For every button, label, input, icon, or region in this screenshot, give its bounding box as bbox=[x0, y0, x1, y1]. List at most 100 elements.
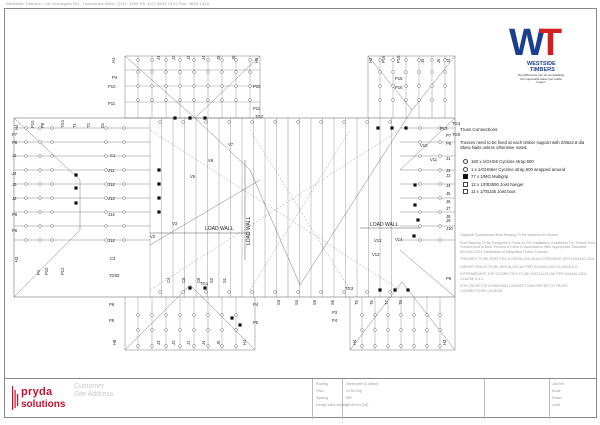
truss-mark-label: P6 bbox=[109, 302, 115, 307]
truss-mark-label: S1 bbox=[222, 277, 227, 283]
truss-mark-label: P11 bbox=[108, 101, 116, 106]
truss-mark-label: J11 bbox=[108, 168, 115, 173]
cyclone-strap-marker bbox=[24, 224, 28, 228]
cyclone-strap-marker bbox=[399, 313, 403, 317]
cyclone-strap-marker bbox=[38, 168, 42, 172]
truss-mark-label: P15 bbox=[396, 55, 401, 63]
truss-mark-label: T1 bbox=[72, 122, 77, 128]
title-cell-divider-2 bbox=[342, 379, 343, 419]
cyclone-strap-marker bbox=[178, 58, 182, 62]
truss-mark-label: TG3 bbox=[345, 286, 354, 291]
multigrip-marker bbox=[157, 182, 161, 186]
cyclone-strap-marker bbox=[104, 238, 108, 242]
cyclone-strap-marker bbox=[412, 328, 416, 332]
cyclone-strap-marker bbox=[178, 313, 182, 317]
truss-line bbox=[13, 229, 81, 298]
truss-mark-label: P5 bbox=[109, 318, 115, 323]
legend-circ-icon bbox=[463, 159, 468, 165]
cyclone-strap-marker bbox=[438, 154, 442, 158]
truss-mark-label: J4 bbox=[201, 55, 206, 60]
cyclone-strap-marker bbox=[181, 120, 185, 124]
cyclone-strap-marker bbox=[136, 344, 140, 348]
cyclone-strap-marker bbox=[38, 140, 42, 144]
multigrip-marker bbox=[376, 126, 380, 130]
truss-mark-label: J4 bbox=[446, 58, 451, 63]
truss-mark-label: H8 bbox=[112, 339, 117, 345]
legend-text: 12 x 1/FB3590 Joist hanger bbox=[471, 181, 524, 187]
truss-mark-label: S1 bbox=[100, 122, 105, 128]
multigrip-marker bbox=[378, 288, 382, 292]
cyclone-strap-marker bbox=[417, 58, 421, 62]
truss-mark-label: H5 bbox=[254, 57, 259, 63]
multigrip-marker bbox=[406, 288, 410, 292]
cyclone-strap-marker bbox=[438, 328, 442, 332]
cyclone-strap-marker bbox=[319, 120, 323, 124]
cyclone-strap-marker bbox=[418, 140, 422, 144]
bracing-note: Diagonal Speedbrace Roof Bracing To Be I… bbox=[460, 233, 559, 237]
truss-mark-label: H1 bbox=[242, 339, 247, 345]
cyclone-strap-marker bbox=[136, 98, 140, 102]
cyclone-strap-marker bbox=[50, 210, 54, 214]
cyclone-strap-marker bbox=[404, 98, 408, 102]
logo-mark: WT bbox=[509, 24, 562, 62]
load-wall-label-1: LOAD WALL bbox=[205, 226, 234, 232]
truss-mark-label: J3 bbox=[186, 55, 191, 60]
cyclone-strap-marker bbox=[404, 84, 408, 88]
bracing-note: TRUSSES TO BE ERECTED & INSTALLED IN ACC… bbox=[460, 257, 595, 261]
cyclone-strap-marker bbox=[248, 84, 252, 88]
drawing-frame bbox=[4, 8, 597, 418]
cyclone-strap-marker bbox=[234, 344, 238, 348]
cyclone-strap-marker bbox=[391, 84, 395, 88]
cyclone-strap-marker bbox=[234, 70, 238, 74]
cyclone-strap-marker bbox=[164, 344, 168, 348]
logo-brand-line2: TIMBERS bbox=[530, 67, 555, 73]
cyclone-strap-marker bbox=[38, 238, 42, 242]
truss-mark-label: V3 bbox=[172, 221, 178, 226]
truss-mark-label: TG0 bbox=[452, 132, 461, 137]
truss-mark-label: V14 bbox=[395, 237, 403, 242]
truss-mark-label: V13 bbox=[374, 238, 382, 243]
truss-mark-label: J5 bbox=[216, 55, 221, 60]
cyclone-strap-marker bbox=[386, 313, 390, 317]
truss-mark-label: P12 bbox=[60, 267, 65, 275]
multigrip-marker bbox=[173, 116, 177, 120]
cyclone-strap-marker bbox=[158, 290, 162, 294]
cyclone-strap-marker bbox=[418, 182, 422, 186]
cyclone-strap-marker bbox=[150, 344, 154, 348]
cyclone-strap-marker bbox=[206, 313, 210, 317]
cyclone-strap-marker bbox=[438, 196, 442, 200]
truss-mark-label: P10 bbox=[44, 267, 49, 275]
cyclone-strap-marker bbox=[164, 328, 168, 332]
cyclone-strap-marker bbox=[24, 140, 28, 144]
cyclone-strap-marker bbox=[122, 182, 126, 186]
multigrip-marker bbox=[74, 186, 78, 190]
cyclone-strap-marker bbox=[24, 154, 28, 158]
truss-mark-label: S4 bbox=[294, 299, 299, 305]
cyclone-strap-marker bbox=[418, 168, 422, 172]
cyclone-strap-marker bbox=[438, 210, 442, 214]
logo-tagline: The difficult we can do immediately, the… bbox=[517, 73, 565, 85]
truss-mark-label: J3 bbox=[12, 182, 17, 187]
cyclone-strap-marker bbox=[122, 224, 126, 228]
cyclone-strap-marker bbox=[158, 120, 162, 124]
truss-mark-label: P7 bbox=[12, 132, 18, 137]
multigrip-marker bbox=[230, 316, 234, 320]
cyclone-strap-marker bbox=[220, 98, 224, 102]
truss-mark-label: J9 bbox=[446, 218, 451, 223]
cyclone-strap-marker bbox=[378, 98, 382, 102]
logo-t: T bbox=[538, 22, 563, 64]
cyclone-strap-marker bbox=[234, 313, 238, 317]
truss-mark-label: J5 bbox=[420, 58, 425, 63]
cyclone-strap-marker bbox=[164, 98, 168, 102]
truss-mark-label: P8 bbox=[12, 140, 18, 145]
cyclone-strap-marker bbox=[24, 238, 28, 242]
legend-text: 1 x 1/GHS6er Cyclone strap 600 wrapped a… bbox=[471, 166, 566, 172]
cyclone-strap-marker bbox=[425, 313, 429, 317]
cyclone-strap-marker bbox=[220, 58, 224, 62]
bracing-notes: Diagonal Speedbrace Roof Bracing To Be I… bbox=[460, 233, 595, 296]
truss-line bbox=[194, 117, 251, 171]
cyclone-strap-marker bbox=[50, 238, 54, 242]
company-address: Westside Timbers • 26 Carrington Rd., To… bbox=[6, 1, 210, 6]
truss-mark-label: J1 bbox=[12, 153, 17, 158]
truss-line bbox=[124, 284, 191, 351]
